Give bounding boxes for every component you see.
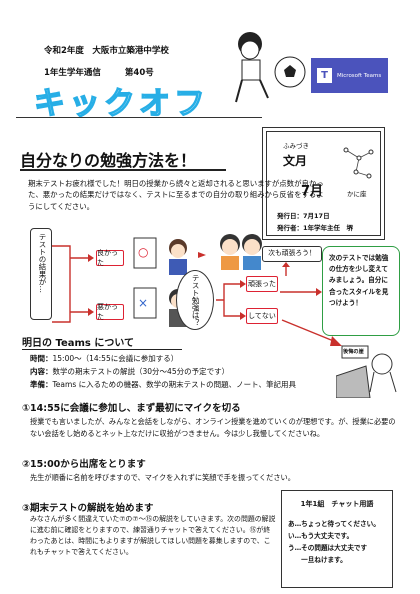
newsletter-logo: キックオフ — [33, 85, 209, 122]
study-question: テスト勉強は？ — [191, 273, 201, 327]
feature-intro: 期末テストお疲れ様でした！明日の授業から続々と返却されると思いますが点数が良かっ… — [28, 179, 324, 211]
good-result-box: 良かった — [96, 249, 124, 267]
bad-result-box: 悪かった — [96, 303, 124, 321]
chat-term-i: い…もう大丈夫です。 — [288, 531, 354, 540]
tomorrow-time-row: 時間：15:00～（14:55に会議に参加する） — [30, 352, 296, 365]
month-name: 文月 — [283, 154, 308, 168]
feature-title: 自分なりの勉強方法を！ — [20, 151, 197, 170]
issue-line: 1年生学年通信 第40号 — [44, 66, 154, 78]
issue-label: 1年生学年通信 — [44, 68, 101, 78]
not-done-box: してない — [246, 308, 278, 324]
tomorrow-title: 明日の Teams について — [22, 338, 135, 349]
teams-icon: T — [317, 68, 332, 83]
cliff-sign: 後悔の崖 — [343, 349, 364, 355]
tomorrow-prep-row: 準備：Teams に入るための機器、数学の期末テストの問題、ノート、筆記用具 — [30, 378, 296, 391]
issue-number: 第40号 — [124, 68, 154, 78]
constellation: かに座 — [347, 190, 367, 198]
cliff-of-regret-illustration — [336, 345, 397, 398]
chat-terms-title: 1年1組 チャット用語 — [300, 500, 374, 508]
study-branch-arrows — [216, 280, 246, 320]
section-3-title: ③期末テストの解説を始めます — [22, 503, 154, 514]
tried-box: 頑張った — [246, 276, 278, 292]
issue-date: 発行日：7月17日 — [277, 212, 330, 220]
time-label: 時間： — [30, 354, 53, 363]
section-2-title: ②15:00から出席をとります — [22, 459, 146, 470]
section-1-title: ①14:55に会議に参加し、まず最初にマイクを切る — [22, 403, 241, 414]
happy-students-illustration — [220, 234, 262, 270]
tomorrow-details: 時間：15:00～（14:55に会議に参加する） 内容：数学の期末テストの解説（… — [30, 352, 296, 391]
month-ruby: ふみづき — [283, 142, 309, 150]
arrow-to-happy — [198, 252, 206, 258]
teams-label: Microsoft Teams — [337, 72, 382, 79]
month-number: 7月 — [301, 184, 324, 199]
tomorrow-content-row: 内容：数学の期末テストの解説（30分～45分の予定です） — [30, 365, 296, 378]
cancer-constellation-icon — [343, 147, 374, 179]
chat-term-u-cont: 一旦ねけます。 — [288, 555, 347, 564]
tried-to-advice-arrow — [280, 288, 322, 296]
student-good-test-illustration: ○ — [133, 237, 187, 275]
tomorrow-title-underline — [22, 349, 182, 350]
section-1-body: 授業でも言いましたが、みんなと会話をしながら、オンライン授業を進めていくのが理想… — [30, 417, 396, 438]
soccer-player-illustration — [235, 32, 306, 103]
content-label: 内容： — [30, 367, 53, 377]
section-3-body: みなさんが多く間違えていた⑦の⑦～⑮の解説をしていきます。次の問題の解説に進む前… — [30, 515, 276, 557]
chat-terms-box: 1年1組 チャット用語 あ…ちょっと待ってください。 い…もう大丈夫です。 う…… — [281, 490, 393, 588]
prep-label: 準備： — [30, 380, 53, 390]
notdone-to-cliff-arrow — [281, 319, 342, 346]
content-value: 数学の期末テストの解説（30分～45分の予定です） — [52, 367, 230, 377]
tried-to-keepup-arrow — [282, 262, 290, 276]
advice-box: 次のテストでは勉強の仕方を少し変えてみましょう。自分に合ったスタイルを見つけよう… — [322, 246, 400, 336]
publisher: 発行者：1年学年主任 堺 — [277, 224, 354, 232]
calendar-box: ふみづき 文月 7月 かに座 発行日：7月17日 発行者：1年学年主任 堺 — [262, 127, 385, 240]
time-value: 15:00～（14:55に会議に参加する） — [52, 354, 179, 363]
section-2-body: 先生が順番に名前を呼びますので、マイクを入れずに笑顔で手を振ってください。 — [30, 473, 295, 482]
svg-text:○: ○ — [138, 245, 148, 259]
prep-value: Teams に入るための機器、数学の期末テストの問題、ノート、筆記用具 — [52, 380, 296, 390]
header-divider — [16, 117, 262, 118]
teams-badge: T Microsoft Teams — [311, 58, 388, 93]
chat-term-u: う…その問題は大丈夫です — [288, 543, 368, 552]
keep-up-box: 次も頑張ろう！ — [262, 246, 322, 262]
study-question-bubble: テスト勉強は？ — [176, 270, 214, 330]
chat-terms-list: あ…ちょっと待ってください。 い…もう大丈夫です。 う…その問題は大丈夫です 一… — [288, 519, 386, 566]
result-branch-arrows — [52, 245, 94, 323]
chat-term-a: あ…ちょっと待ってください。 — [288, 520, 380, 528]
svg-text:×: × — [138, 296, 148, 310]
feature-title-underline — [20, 169, 226, 171]
school-name: 令和2年度 大阪市立築港中学校 — [44, 46, 169, 56]
test-result-box: テストの結果が… — [30, 228, 52, 320]
